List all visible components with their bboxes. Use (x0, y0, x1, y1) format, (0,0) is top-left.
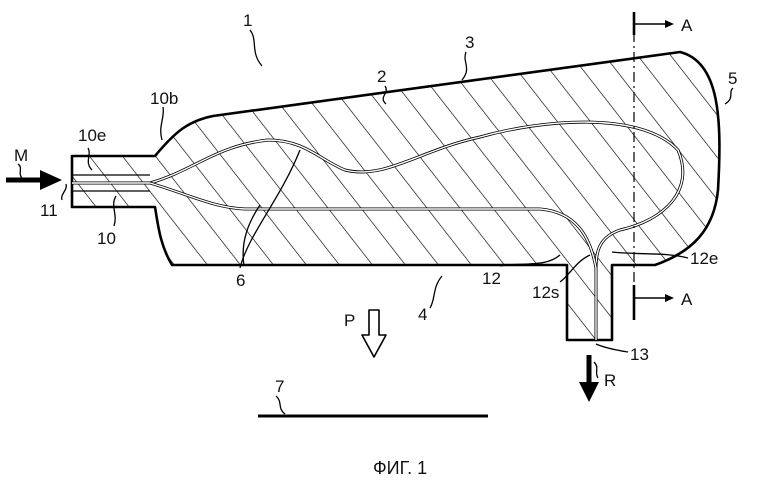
label-4: 4 (418, 305, 427, 324)
label-m: M (14, 146, 28, 165)
label-12e: 12e (690, 249, 718, 268)
label-a-top: A (681, 16, 693, 35)
label-p: P (344, 311, 355, 330)
label-10: 10 (97, 229, 116, 248)
label-5: 5 (728, 69, 737, 88)
label-6: 6 (236, 271, 245, 290)
label-3: 3 (465, 33, 474, 52)
label-7: 7 (275, 377, 284, 396)
label-1: 1 (243, 11, 252, 30)
label-12s: 12s (532, 283, 559, 302)
figure-caption: ФИГ. 1 (373, 458, 427, 478)
body-hatching (60, 40, 740, 350)
section-marker-top (634, 12, 674, 35)
arrow-m-icon (6, 170, 62, 190)
label-11: 11 (40, 201, 58, 220)
label-a-bottom: A (681, 290, 693, 309)
label-12: 12 (482, 269, 501, 288)
label-13: 13 (630, 345, 649, 364)
label-10b: 10b (150, 89, 178, 108)
arrow-r-icon (579, 355, 599, 402)
section-marker-bottom (634, 285, 674, 320)
label-10e: 10e (78, 126, 106, 145)
label-2: 2 (377, 67, 386, 86)
label-r: R (604, 371, 616, 390)
arrow-p-icon (362, 310, 386, 357)
